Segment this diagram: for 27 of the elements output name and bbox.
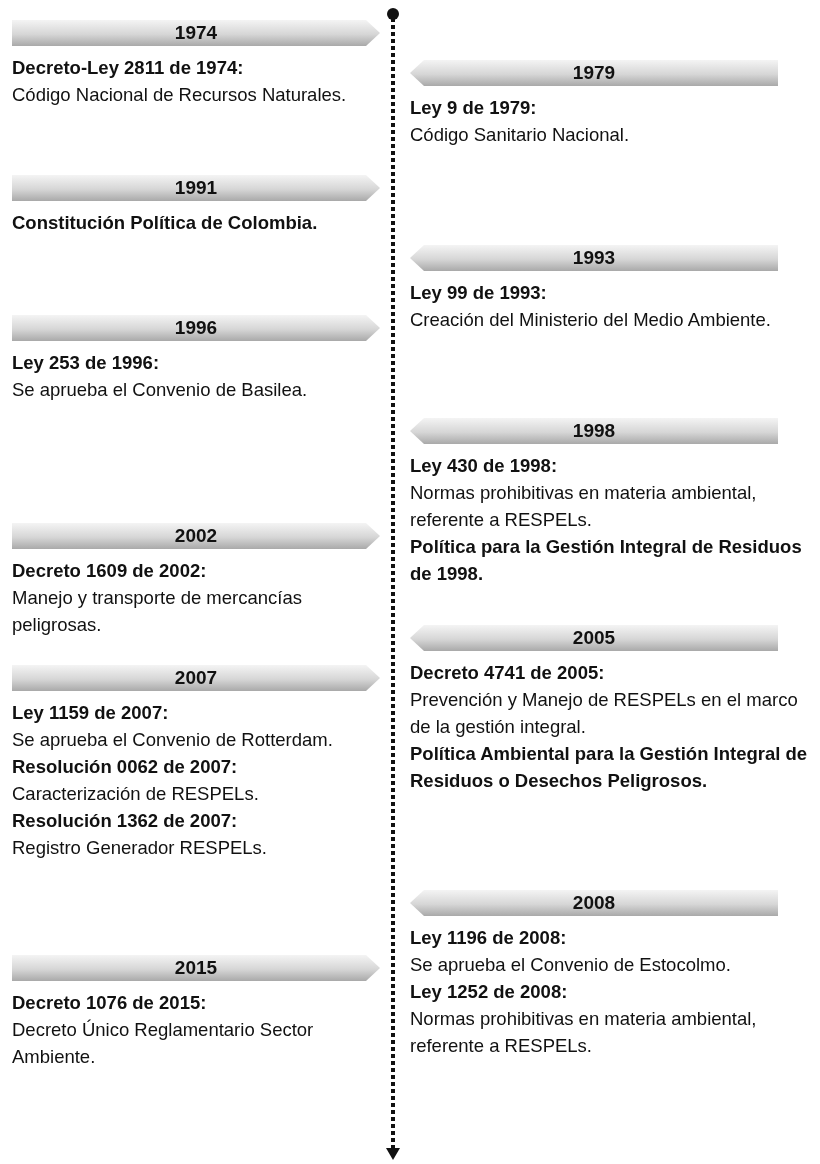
year-tab: 2007 xyxy=(12,665,380,691)
year-tab: 2002 xyxy=(12,523,380,549)
law-description: Resolución 1362 de 2007: Registro Generador RESPELs. xyxy=(12,809,268,860)
law-description: Ley 1159 de 2007: Se aprueba el Convenio de Rotterdam. xyxy=(12,701,334,752)
year-tab: 2005 xyxy=(410,625,778,651)
law-description: Ley 1252 de 2008: Normas prohibitivas en materia ambiental, referente a RESPELs. xyxy=(410,980,758,1058)
law-description: Ley 253 de 1996: Se aprueba el Convenio de Basilea. xyxy=(12,351,309,402)
law-description: Decreto-Ley 2811 de 1974: Código Nacional de Recursos Naturales. xyxy=(12,56,348,107)
law-description: Resolución 0062 de 2007: Caracterización de RESPELs. xyxy=(12,755,260,806)
law-description: Ley 1196 de 2008: Se aprueba el Convenio de Estocolmo. xyxy=(410,926,732,977)
year-tab: 1991 xyxy=(12,175,380,201)
year-tab: 2008 xyxy=(410,890,778,916)
law-description: Decreto 4741 de 2005: Prevención y Manejo de RESPELs en el marco de la gestión integral. xyxy=(410,661,799,739)
year-tab: 1979 xyxy=(410,60,778,86)
law-description: Decreto 1076 de 2015: Decreto Único Reglamentario Sector Ambiente. xyxy=(12,991,315,1069)
year-tab: 1998 xyxy=(410,418,778,444)
year-tab: 1974 xyxy=(12,20,380,46)
law-description: Ley 430 de 1998: Normas prohibitivas en materia ambiental, referente a RESPELs. xyxy=(410,454,758,532)
law-description: Constitución Política de Colombia. xyxy=(12,211,319,235)
law-description: Decreto 1609 de 2002: Manejo y transporte de mercancías peligrosas. xyxy=(12,559,303,637)
law-description: Ley 99 de 1993: Creación del Ministerio del Medio Ambiente. xyxy=(410,281,772,332)
year-tab: 1996 xyxy=(12,315,380,341)
year-tab: 2015 xyxy=(12,955,380,981)
law-description: Política para la Gestión Integral de Residuos de 1998. xyxy=(410,535,803,586)
law-description: Ley 9 de 1979: Código Sanitario Nacional. xyxy=(410,96,631,147)
law-description: Política Ambiental para la Gestión Integral de Residuos o Desechos Peligrosos. xyxy=(410,742,809,793)
year-tab: 1993 xyxy=(410,245,778,271)
